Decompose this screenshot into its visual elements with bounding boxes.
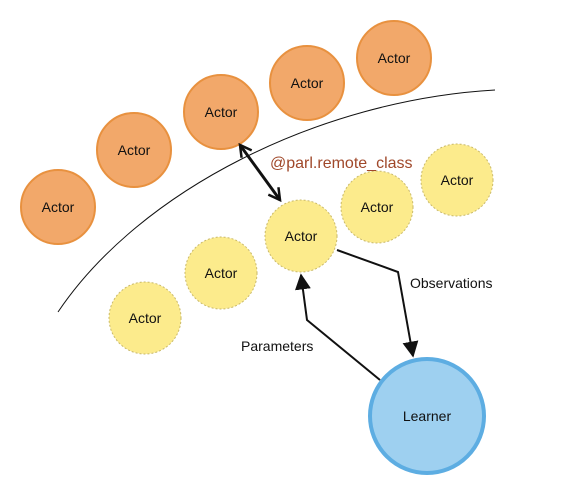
local-actor: Actor — [340, 170, 414, 244]
local-actor-label: Actor — [285, 228, 318, 244]
remote-class-decorator-label: @parl.remote_class — [270, 155, 413, 172]
remote-actor-circle — [20, 169, 96, 245]
remote-actor-label: Actor — [205, 104, 238, 120]
remote-actor-circle — [96, 112, 172, 188]
learner-label: Learner — [403, 408, 452, 424]
remote-actor: Actor — [96, 112, 172, 188]
local-actor-circle — [420, 143, 494, 217]
remote-actor: Actor — [356, 20, 432, 96]
local-actor-label: Actor — [129, 310, 162, 326]
local-actor-label: Actor — [441, 172, 474, 188]
local-actor: Actor — [420, 143, 494, 217]
local-actor-circle — [340, 170, 414, 244]
local-actor-circle — [108, 281, 182, 355]
local-actor-label: Actor — [361, 199, 394, 215]
learner-circle — [368, 357, 486, 475]
parameters-label: Parameters — [241, 338, 313, 354]
remote-actor-label: Actor — [118, 142, 151, 158]
remote-actor: Actor — [269, 45, 345, 121]
remote-class-double-arrow — [240, 145, 280, 200]
local-actor: Actor — [184, 236, 258, 310]
remote-actor-label: Actor — [378, 50, 411, 66]
remote-actor-circle — [269, 45, 345, 121]
remote-actor-label: Actor — [291, 75, 324, 91]
observations-arrow — [336, 249, 419, 358]
remote-actor-circle — [183, 74, 259, 150]
local-actor-connected: Actor — [264, 199, 338, 273]
remote-actor-label: Actor — [42, 199, 75, 215]
remote-actor-circle — [356, 20, 432, 96]
remote-actor: Actor — [183, 74, 259, 150]
learner-node: Learner — [368, 357, 486, 475]
local-actor: Actor — [108, 281, 182, 355]
parameters-arrow — [294, 273, 381, 381]
observations-label: Observations — [410, 275, 492, 291]
local-actor-circle — [264, 199, 338, 273]
remote-actor: Actor — [20, 169, 96, 245]
local-actor-label: Actor — [205, 265, 238, 281]
local-actor-circle — [184, 236, 258, 310]
